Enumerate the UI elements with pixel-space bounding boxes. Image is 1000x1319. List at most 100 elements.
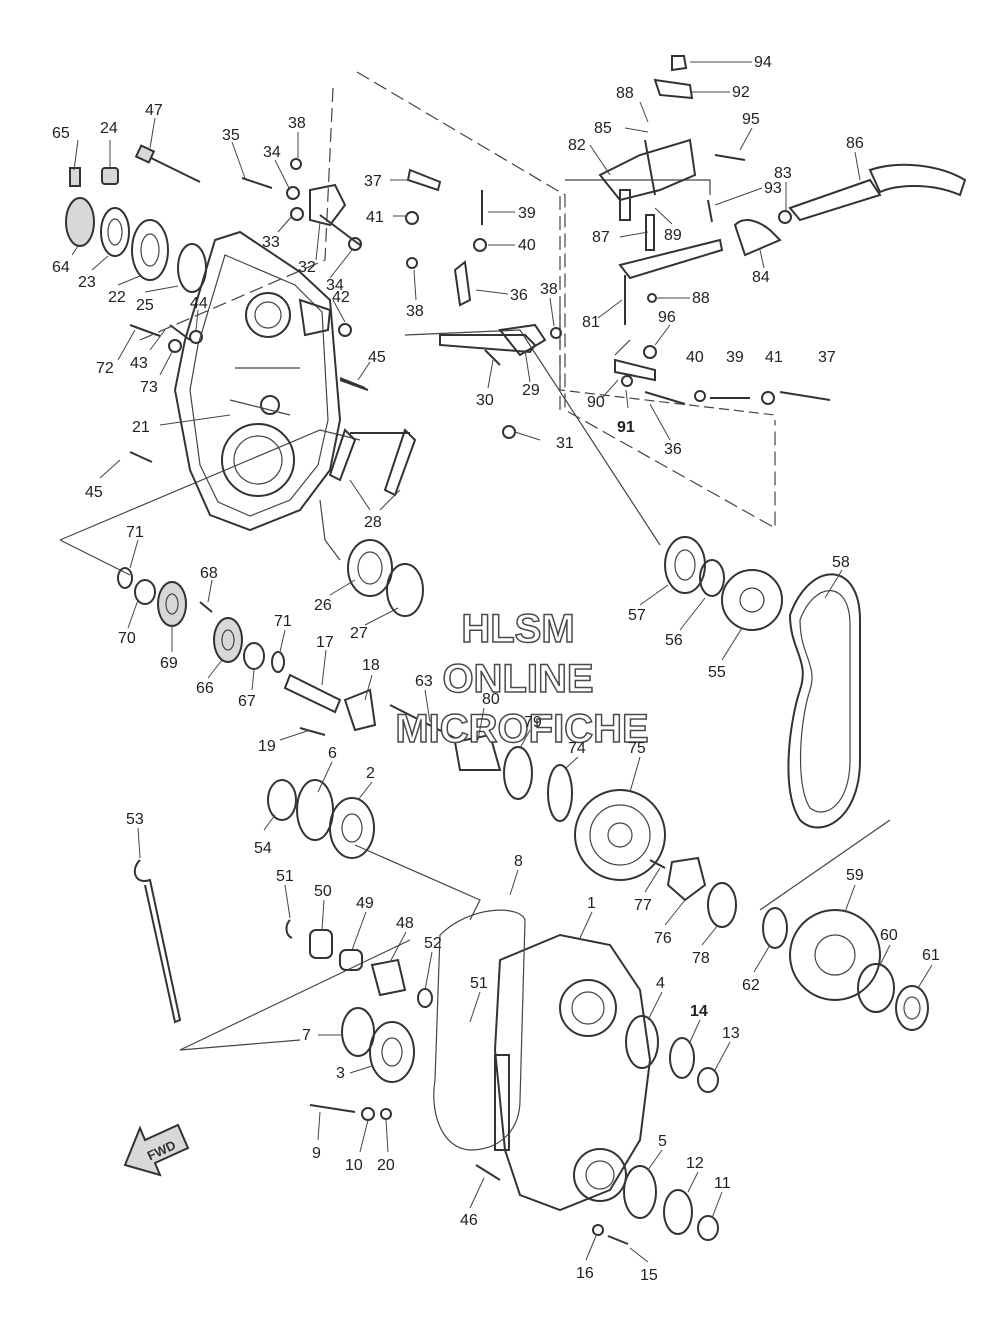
callout-64: 64 xyxy=(52,259,70,276)
callout-52: 52 xyxy=(424,935,442,952)
callout-61: 61 xyxy=(922,947,940,964)
callout-51: 51 xyxy=(276,868,294,885)
callout-29: 29 xyxy=(522,382,540,399)
callout-34: 34 xyxy=(263,144,281,161)
callout-87: 87 xyxy=(592,229,610,246)
callout-38b: 38 xyxy=(406,303,424,320)
callout-34b: 34 xyxy=(326,277,344,294)
callout-7: 7 xyxy=(302,1027,311,1044)
lower-left-parts xyxy=(133,779,433,1121)
callout-46: 46 xyxy=(460,1212,478,1229)
drive-shaft-gears xyxy=(453,536,929,1031)
callout-69: 69 xyxy=(160,655,178,672)
callout-58: 58 xyxy=(832,554,850,571)
callout-59: 59 xyxy=(846,867,864,884)
callout-9: 9 xyxy=(312,1145,321,1162)
callout-74: 74 xyxy=(568,740,586,757)
callout-41: 41 xyxy=(366,209,384,226)
callout-13: 13 xyxy=(722,1025,740,1042)
callout-85: 85 xyxy=(594,120,612,137)
callout-75: 75 xyxy=(628,740,646,757)
callout-18: 18 xyxy=(362,657,380,674)
callout-96: 96 xyxy=(658,309,676,326)
rear-cover-housing xyxy=(173,230,342,532)
callout-81: 81 xyxy=(582,314,600,331)
callout-5: 5 xyxy=(658,1133,667,1150)
callout-2: 2 xyxy=(366,765,375,782)
watermark-line1: HLSM xyxy=(461,607,574,651)
callout-36: 36 xyxy=(510,287,528,304)
callout-66: 66 xyxy=(196,680,214,697)
callout-8: 8 xyxy=(514,853,523,870)
callout-43: 43 xyxy=(130,355,148,372)
callout-35: 35 xyxy=(222,127,240,144)
callout-68: 68 xyxy=(200,565,218,582)
callout-60: 60 xyxy=(880,927,898,944)
callout-15: 15 xyxy=(640,1267,658,1284)
callout-84: 84 xyxy=(752,269,770,286)
callout-36b: 36 xyxy=(664,441,682,458)
fwd-arrow: FWD xyxy=(123,1123,190,1177)
callout-63: 63 xyxy=(415,673,433,690)
group-outline-lines xyxy=(59,71,891,1051)
callout-56: 56 xyxy=(665,632,683,649)
callout-55: 55 xyxy=(708,664,726,681)
callout-93: 93 xyxy=(764,180,782,197)
callout-82: 82 xyxy=(568,137,586,154)
callout-53: 53 xyxy=(126,811,144,828)
callout-26: 26 xyxy=(314,597,332,614)
callout-37b: 37 xyxy=(818,349,836,366)
callout-33: 33 xyxy=(262,234,280,251)
callout-17: 17 xyxy=(316,634,334,651)
fwd-arrow-icon xyxy=(123,1123,190,1177)
shift-linkage-right xyxy=(598,55,967,405)
callout-70: 70 xyxy=(118,630,136,647)
callout-91: 91 xyxy=(617,419,635,436)
rear-cover-assembly xyxy=(173,230,342,532)
callout-90: 90 xyxy=(587,394,605,411)
callout-labels: 94 92 88 85 82 95 86 83 93 89 87 84 88 8… xyxy=(52,54,940,1284)
callout-39b: 39 xyxy=(726,349,744,366)
callout-44: 44 xyxy=(190,295,208,312)
callout-73: 73 xyxy=(140,379,158,396)
callout-57: 57 xyxy=(628,607,646,624)
callout-40b: 40 xyxy=(686,349,704,366)
callout-45b: 45 xyxy=(85,484,103,501)
callout-41b: 41 xyxy=(765,349,783,366)
main-gear-case xyxy=(433,909,719,1245)
watermark-line2: ONLINE xyxy=(442,657,593,701)
callout-72: 72 xyxy=(96,360,114,377)
callout-37: 37 xyxy=(364,173,382,190)
callout-67: 67 xyxy=(238,693,256,710)
callout-4: 4 xyxy=(656,975,665,992)
callout-51b: 51 xyxy=(470,975,488,992)
callout-45: 45 xyxy=(368,349,386,366)
callout-48: 48 xyxy=(396,915,414,932)
callout-65: 65 xyxy=(52,125,70,142)
callout-1: 1 xyxy=(587,895,596,912)
callout-76: 76 xyxy=(654,930,672,947)
callout-12: 12 xyxy=(686,1155,704,1172)
callout-38c: 38 xyxy=(540,281,558,298)
callout-25: 25 xyxy=(136,297,154,314)
callout-31: 31 xyxy=(556,435,574,452)
callout-54: 54 xyxy=(254,840,272,857)
callout-27: 27 xyxy=(350,625,368,642)
callout-38: 38 xyxy=(288,115,306,132)
callout-32: 32 xyxy=(298,259,316,276)
callout-20: 20 xyxy=(377,1157,395,1174)
callout-39: 39 xyxy=(518,205,536,222)
shift-shaft-parts xyxy=(129,168,562,497)
callout-95: 95 xyxy=(742,111,760,128)
callout-28: 28 xyxy=(364,514,382,531)
callout-71: 71 xyxy=(126,524,144,541)
callout-80: 80 xyxy=(482,691,500,708)
callout-47: 47 xyxy=(145,102,163,119)
callout-77: 77 xyxy=(634,897,652,914)
left-bearings xyxy=(65,144,418,293)
callout-49: 49 xyxy=(356,895,374,912)
callout-42: 42 xyxy=(332,289,350,306)
callout-88b: 88 xyxy=(692,290,710,307)
callout-3: 3 xyxy=(336,1065,345,1082)
